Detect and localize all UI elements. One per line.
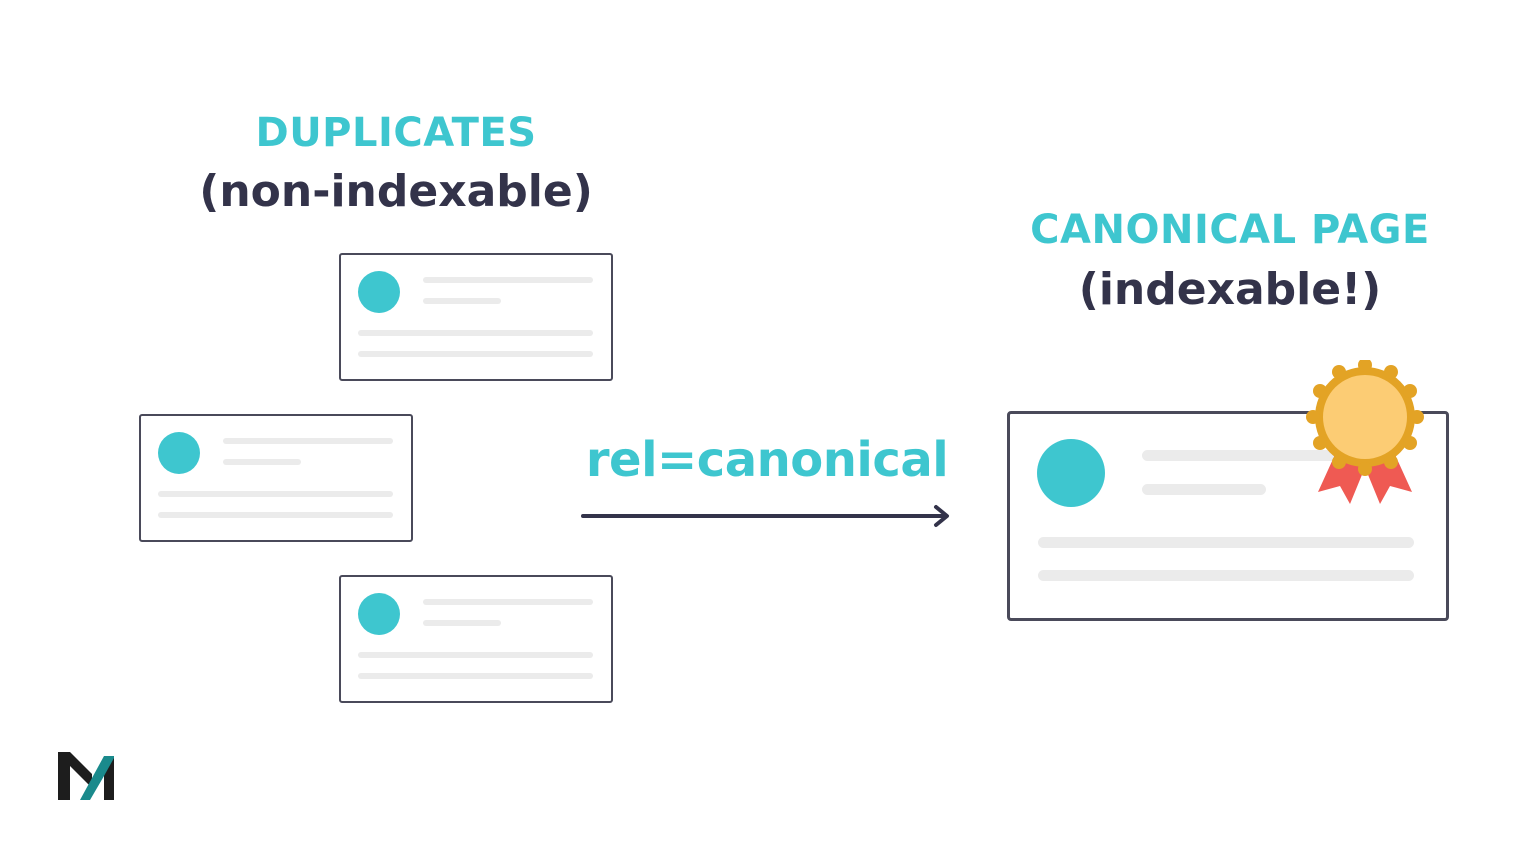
- duplicate-page-card: [339, 575, 613, 703]
- placeholder-line: [158, 491, 393, 497]
- placeholder-line: [358, 673, 593, 679]
- duplicate-page-card: [339, 253, 613, 381]
- arrow-right-icon: [581, 505, 949, 527]
- placeholder-line: [358, 330, 593, 336]
- placeholder-line: [423, 298, 501, 304]
- canonical-subtitle: (indexable!): [1078, 264, 1382, 315]
- duplicate-page-card: [139, 414, 413, 542]
- placeholder-line: [1038, 570, 1414, 581]
- placeholder-line: [1142, 484, 1266, 495]
- duplicates-title: DUPLICATES: [255, 110, 537, 156]
- placeholder-line: [423, 620, 501, 626]
- placeholder-line: [423, 277, 593, 283]
- canonical-title: CANONICAL PAGE: [1030, 207, 1430, 253]
- placeholder-line: [1142, 450, 1342, 461]
- placeholder-line: [423, 599, 593, 605]
- avatar-circle: [358, 271, 400, 313]
- placeholder-line: [358, 351, 593, 357]
- avatar-circle: [1037, 439, 1105, 507]
- avatar-circle: [358, 593, 400, 635]
- placeholder-line: [223, 459, 301, 465]
- placeholder-line: [1038, 537, 1414, 548]
- avatar-circle: [158, 432, 200, 474]
- brand-logo-icon: [58, 752, 114, 800]
- duplicates-subtitle: (non-indexable): [199, 166, 593, 217]
- award-ribbon-icon: [1306, 360, 1424, 504]
- placeholder-line: [223, 438, 393, 444]
- placeholder-line: [358, 652, 593, 658]
- placeholder-line: [158, 512, 393, 518]
- rel-canonical-label: rel=canonical: [585, 432, 949, 488]
